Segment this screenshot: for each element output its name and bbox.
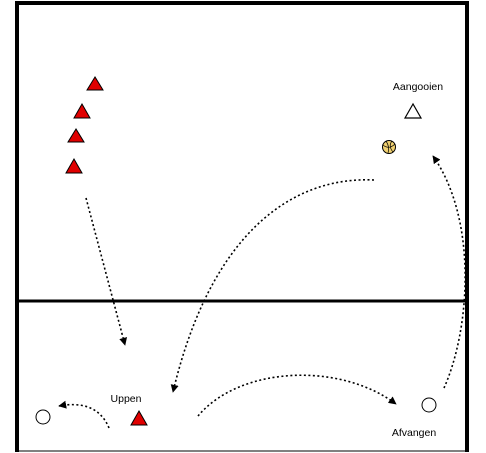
cone-2 [73,102,91,119]
thrower-triangle-icon [403,102,423,119]
arrow-catcher-to-thrower [432,155,466,389]
cone-1 [86,76,104,91]
arrow-cones-to-setter [85,197,128,346]
arrow-setter-to-catcher [197,374,397,417]
player-left-circle [35,409,51,425]
aangooien-label: Aangooien [393,81,443,93]
cone-4 [65,157,83,174]
player-right-circle [421,397,437,413]
afvangen-label: Afvangen [392,427,437,439]
court-outline [15,1,469,452]
volleyball-icon [382,140,396,154]
cone-3 [67,128,85,143]
arrow-ball-to-setter [170,179,375,393]
setter-cone [130,409,148,426]
uppen-label: Uppen [111,393,142,405]
arrow-to-left-player [58,400,110,429]
